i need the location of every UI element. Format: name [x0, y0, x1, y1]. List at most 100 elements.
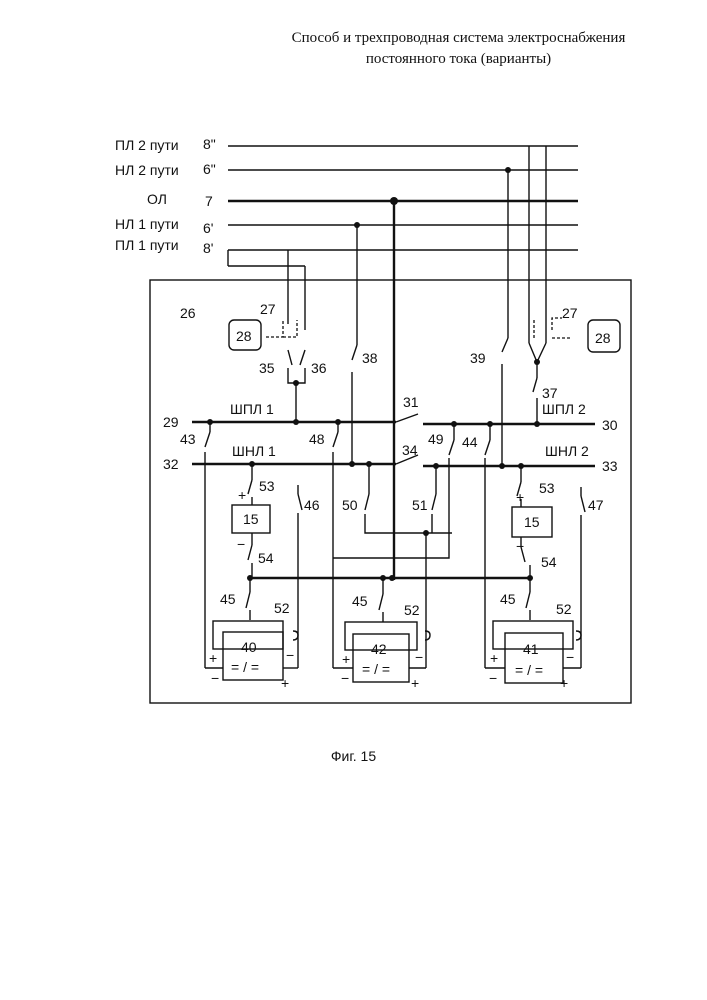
- label-28-left: 28: [236, 328, 252, 344]
- line-label-ol: ОЛ: [147, 191, 167, 207]
- label-26: 26: [180, 305, 196, 321]
- label-34: 34: [402, 442, 418, 458]
- figure-caption: Фиг. 15: [0, 748, 707, 764]
- label-36: 36: [311, 360, 327, 376]
- switch-37: [533, 378, 537, 392]
- node-ol: [390, 197, 398, 205]
- switch-48: [333, 432, 338, 447]
- bus-label-shnl1: ШНЛ 1: [232, 443, 276, 459]
- label-30: 30: [602, 417, 618, 433]
- coil-52-right: [576, 631, 581, 640]
- line-num-pl1: 8': [203, 240, 213, 256]
- label-39: 39: [470, 350, 486, 366]
- label-53-right: 53: [539, 480, 555, 496]
- line-num-ol: 7: [205, 193, 213, 209]
- label-32: 32: [163, 456, 179, 472]
- bus-label-shpl2: ШПЛ 2: [542, 401, 586, 417]
- label-45-right: 45: [500, 591, 516, 607]
- label-41: 41: [523, 641, 539, 657]
- switch-54-left: [248, 545, 252, 560]
- dashed-arrow-right-3: [552, 318, 562, 330]
- line-label-nl2: НЛ 2 пути: [115, 162, 179, 178]
- line-label-pl2: ПЛ 2 пути: [115, 137, 179, 153]
- switch-51: [432, 494, 436, 510]
- node-38-bus: [349, 461, 355, 467]
- label-40: 40: [241, 639, 257, 655]
- substation-frame: [150, 280, 631, 703]
- label-44: 44: [462, 434, 478, 450]
- label-15-left: 15: [243, 511, 259, 527]
- line-num-nl1: 6': [203, 220, 213, 236]
- minus-15-left: −: [237, 536, 245, 552]
- line-num-nl2: 6": [203, 161, 216, 177]
- label-52-left: 52: [274, 600, 290, 616]
- bus-label-shpl1: ШПЛ 1: [230, 401, 274, 417]
- switch-43: [205, 432, 210, 447]
- label-47: 47: [588, 497, 604, 513]
- minus-41-in: −: [566, 649, 574, 665]
- switch-45-left: [246, 592, 250, 608]
- label-33: 33: [602, 458, 618, 474]
- label-27-left: 27: [260, 301, 276, 317]
- plus-40-in: +: [209, 650, 217, 666]
- switch-45-mid: [379, 594, 383, 610]
- label-42: 42: [371, 641, 387, 657]
- conv-40: = / =: [231, 659, 259, 675]
- node-nl1: [354, 222, 360, 228]
- minus-15-right: −: [516, 538, 524, 554]
- dashed-arrow-left-2: [283, 320, 297, 337]
- switch-31: [396, 414, 418, 422]
- switch-35: [288, 350, 292, 365]
- plus-15-right: +: [516, 489, 524, 505]
- label-48: 48: [309, 431, 325, 447]
- line-label-pl1: ПЛ 1 пути: [115, 237, 179, 253]
- conv-42: = / =: [362, 661, 390, 677]
- label-27-right: 27: [562, 305, 578, 321]
- node-shpl1-feed: [293, 419, 299, 425]
- plus-42-out: +: [411, 675, 419, 691]
- switch-47: [581, 496, 585, 512]
- switch-50: [365, 494, 369, 510]
- label-45-left: 45: [220, 591, 236, 607]
- label-52-mid: 52: [404, 602, 420, 618]
- dashed-arrow-left-1: [266, 320, 283, 337]
- node-37-bus: [534, 421, 540, 427]
- plus-42-in: +: [342, 651, 350, 667]
- switch-44: [485, 440, 490, 455]
- wire-50-down: [365, 514, 452, 533]
- switch-46: [298, 494, 302, 510]
- line-num-pl2: 8": [203, 136, 216, 152]
- label-35: 35: [259, 360, 275, 376]
- node-39-bus: [499, 463, 505, 469]
- label-52-right: 52: [556, 601, 572, 617]
- label-54-left: 54: [258, 550, 274, 566]
- switch-39: [502, 338, 508, 352]
- node-bus-ol: [389, 575, 395, 581]
- label-50: 50: [342, 497, 358, 513]
- label-28-right: 28: [595, 330, 611, 346]
- minus-42-in: −: [415, 649, 423, 665]
- label-49: 49: [428, 431, 444, 447]
- minus-42-out: −: [341, 670, 349, 686]
- bus-label-shnl2: ШНЛ 2: [545, 443, 589, 459]
- label-54-right: 54: [541, 554, 557, 570]
- conv-41: = / =: [515, 662, 543, 678]
- label-46: 46: [304, 497, 320, 513]
- plus-41-in: +: [490, 650, 498, 666]
- plus-15-left: +: [238, 487, 246, 503]
- label-45-mid: 45: [352, 593, 368, 609]
- node-nl2: [505, 167, 511, 173]
- minus-40-out: −: [211, 670, 219, 686]
- minus-41-out: −: [489, 670, 497, 686]
- minus-40-in: −: [286, 647, 294, 663]
- switch-38: [352, 345, 357, 360]
- line-label-nl1: НЛ 1 пути: [115, 216, 179, 232]
- label-53-left: 53: [259, 478, 275, 494]
- label-43: 43: [180, 431, 196, 447]
- label-51: 51: [412, 497, 428, 513]
- switch-49: [449, 440, 454, 455]
- label-31: 31: [403, 394, 419, 410]
- label-38: 38: [362, 350, 378, 366]
- switch-53-left: [248, 480, 252, 494]
